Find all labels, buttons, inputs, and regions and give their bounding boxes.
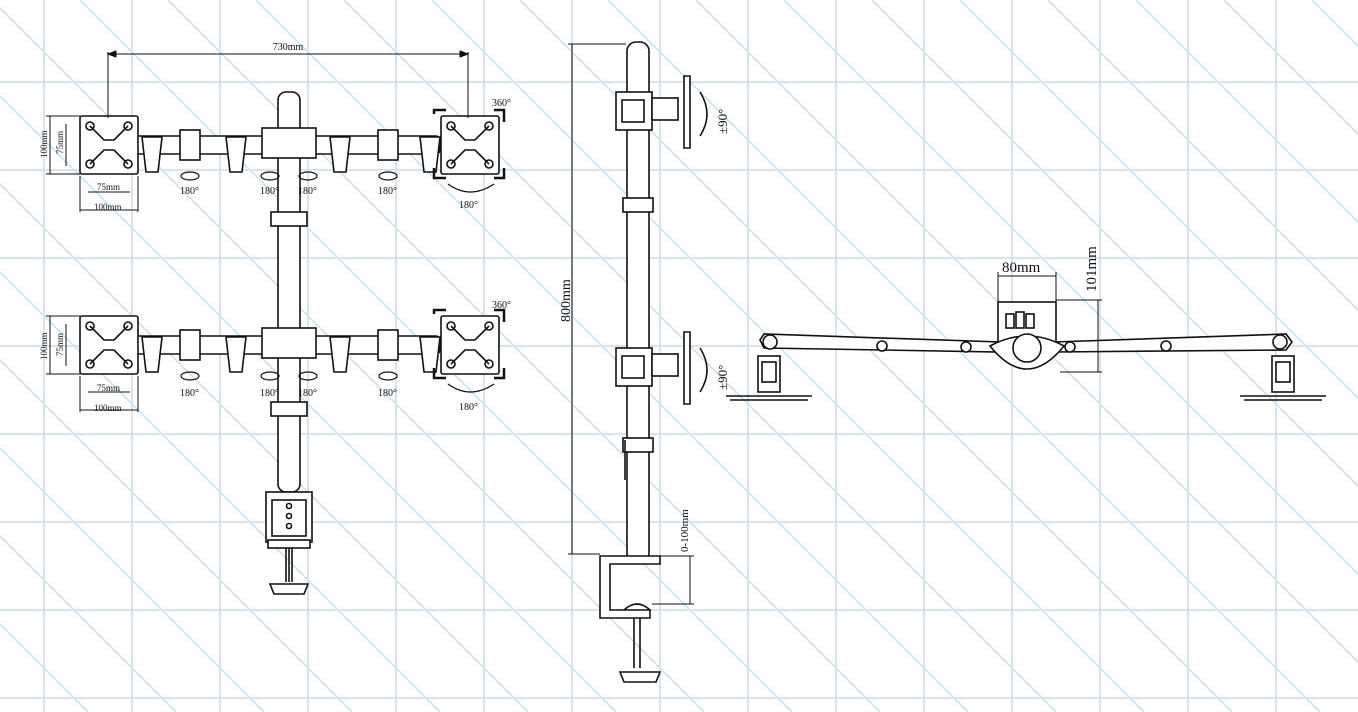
top-foot-right [1240,355,1326,401]
top-view [726,272,1326,401]
vesa-plate-lower-right [432,308,506,380]
tilt-head-lower [615,331,708,405]
top-arm-right [1053,333,1293,353]
vesa-plate-upper-right [432,108,506,180]
pole-width-label: 80mm [1002,260,1041,276]
grid-line [607,0,1321,712]
side-view-labels: 800mm ±90° ±90° 0-100mm [559,109,730,552]
swivel-label: 180° [260,388,279,399]
front-view [46,50,506,595]
swivel-label: 180° [378,186,397,197]
grid-line [1223,0,1358,136]
top-pole-block [988,301,1066,370]
rotate-label-lower: 360° [492,300,511,311]
front-view-labels: 730mm 360° 360° 100mm 75mm 75mm 100mm 10… [39,42,511,413]
grid-line [959,0,1358,400]
grid-line [0,446,265,712]
swivel-label: 180° [298,388,317,399]
pole-collar [270,401,308,417]
grid-line [0,358,353,712]
desk-clamp [265,491,313,595]
span-dimension-line [106,50,470,118]
grid-line [0,534,177,712]
top-view-labels: 80mm 101mm [1002,246,1100,292]
grid-line [0,94,617,712]
vesa-100-height-label-upper: 100mm [39,130,49,158]
tilt-label-lower: ±90° [715,365,730,390]
swivel-label: 180° [260,186,279,197]
swivel-label: 180° [378,388,397,399]
vesa-dimension-lines [46,115,139,412]
swivel-label: 180° [180,388,199,399]
vesa-75-width-label-lower: 75mm [97,383,120,393]
clamp-range-label: 0-100mm [679,509,691,552]
vesa-75-height-label-lower: 75mm [55,333,65,356]
vesa-100-width-label-lower: 100mm [94,403,122,413]
swivel-label: 180° [459,402,478,413]
grid-line [1135,0,1358,224]
side-collar [622,197,654,213]
swivel-label: 180° [298,186,317,197]
grid-line [0,182,529,712]
span-label: 730mm [273,42,304,53]
side-view [568,41,708,683]
vesa-75-width-label-upper: 75mm [97,182,120,192]
grid-line [871,0,1358,488]
tilt-label-upper: ±90° [715,109,730,134]
vesa-75-height-label-upper: 75mm [55,131,65,154]
lower-arm [129,327,441,373]
vesa-plate-upper-left [79,115,139,175]
vesa-plate-lower-left [79,315,139,375]
height-label: 800mm [559,279,574,322]
depth-label: 101mm [1084,246,1100,292]
grid-line [1047,0,1358,312]
top-foot-left [726,355,812,401]
swivel-label: 180° [459,200,478,211]
clamp-dimension-line [652,555,694,605]
grid-line [431,0,1145,712]
top-dimension-lines [997,272,1102,373]
rotate-label-upper: 360° [492,98,511,109]
pole-collar [270,211,308,227]
grid-line [783,0,1358,576]
swivel-arrows [180,171,495,393]
swivel-label: 180° [180,186,199,197]
tilt-head-upper [615,75,708,149]
side-clamp [599,555,662,683]
grid-line [255,0,969,712]
vesa-100-width-label-upper: 100mm [94,202,122,212]
vesa-100-height-label-lower: 100mm [39,332,49,360]
grid-line [1311,0,1358,48]
side-collar [622,437,654,453]
height-dimension-line [568,43,626,555]
